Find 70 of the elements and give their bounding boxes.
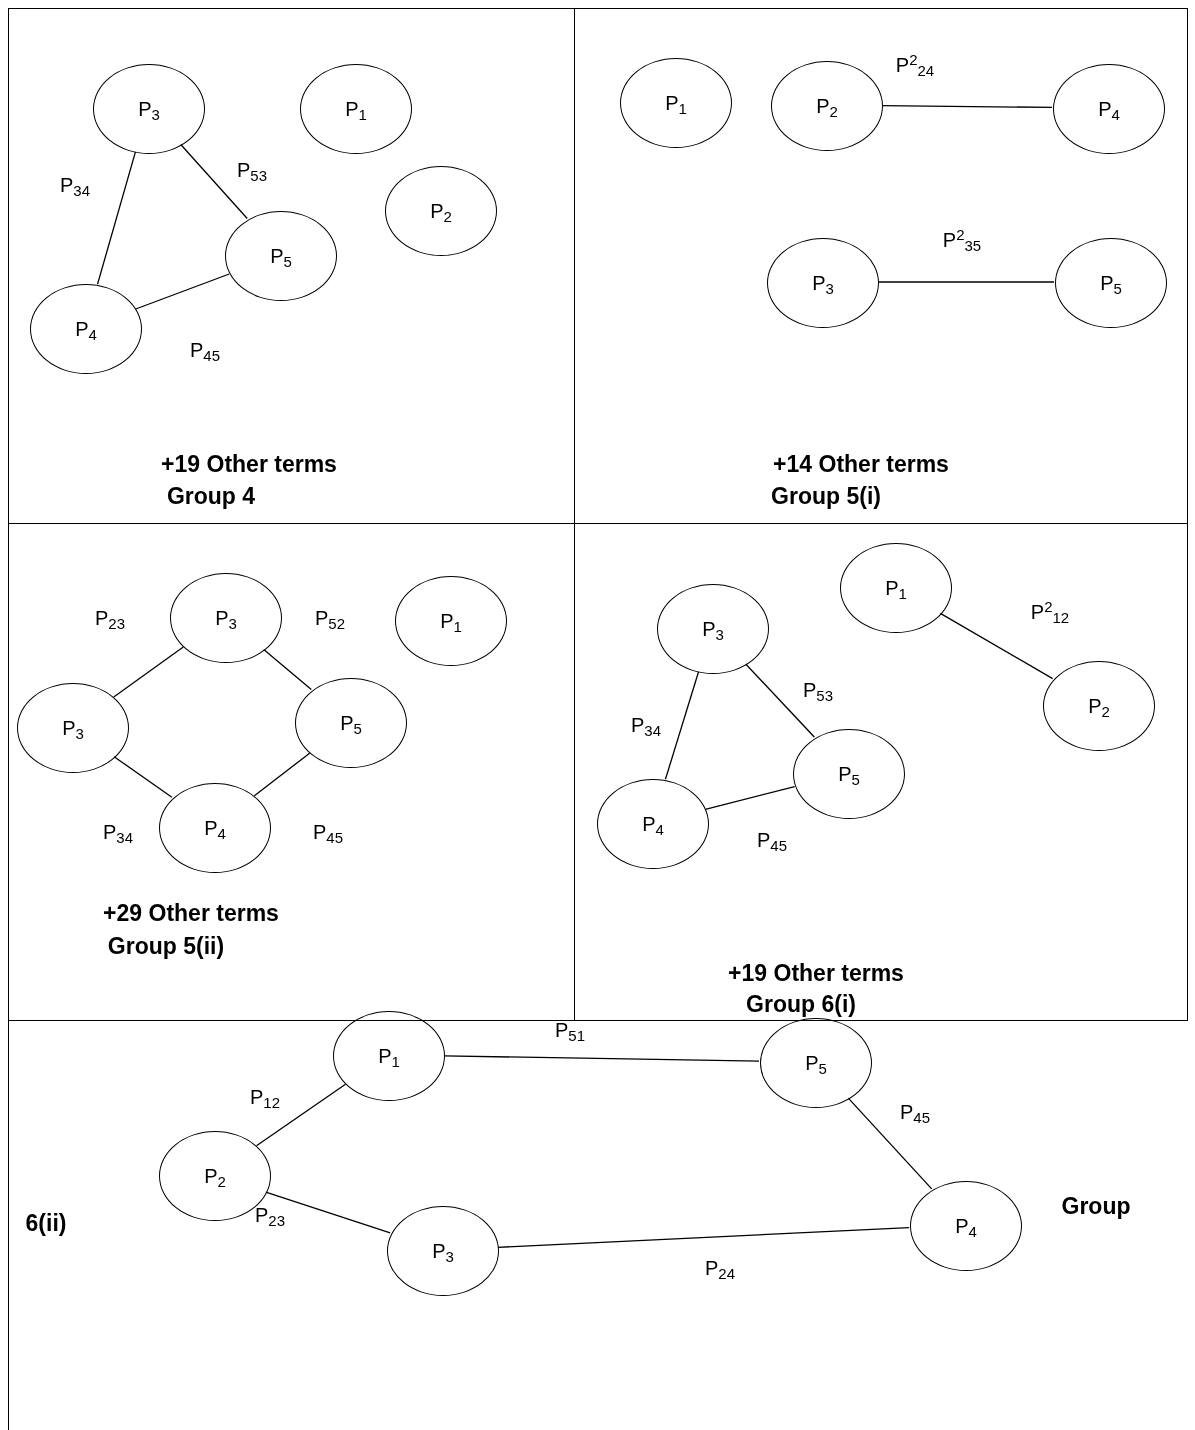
term-label: P$_{4}$ (642, 814, 664, 834)
term-label: P$_{2}$ (204, 1166, 226, 1186)
table-cell (574, 8, 1188, 524)
group-caption: Group 4 (166, 484, 256, 508)
connector-line (704, 785, 796, 811)
connector-line (113, 756, 173, 798)
group-caption: Group (1061, 1194, 1131, 1218)
connector-line (664, 671, 700, 780)
term-label: P$_{4}$ (75, 319, 97, 339)
term-label: P$_{5}$ (805, 1053, 827, 1073)
term-label: P$_{5}$ (838, 764, 860, 784)
edge-label: P$_{53}$ (237, 160, 267, 180)
edge-label: P$_{24}$ (705, 1258, 735, 1278)
term-label: P$_{1}$ (345, 99, 367, 119)
edge-label: P$_{34}$ (103, 822, 133, 842)
term-label: P$_{1}$ (440, 611, 462, 631)
connector-line (877, 281, 1055, 283)
term-label: P$_{1}$ (665, 93, 687, 113)
group-caption: Group 5(ii) (107, 934, 225, 958)
edge-label: P$_{53}$ (803, 680, 833, 700)
connector-line (265, 1191, 391, 1234)
edge-label: P$_{12}$ (250, 1087, 280, 1107)
connector-line (443, 1055, 760, 1062)
connector-line (881, 104, 1053, 109)
group-caption: +14 Other terms (773, 452, 949, 476)
group-caption: Group 6(i) (746, 992, 856, 1016)
term-label: P$_{2}$ (430, 201, 452, 221)
term-label: P$_{4}$ (204, 818, 226, 838)
term-label: P$_{1}$ (885, 578, 907, 598)
term-label: P$_{4}$ (955, 1216, 977, 1236)
connector-line (745, 663, 815, 738)
term-label: P$_{3}$ (432, 1241, 454, 1261)
connector-line (263, 648, 312, 691)
group-caption: +19 Other terms (161, 452, 337, 476)
edge-label: P$_{34}$ (60, 175, 90, 195)
edge-label: P$_{34}$ (631, 715, 661, 735)
edge-label: P$_{52}$ (315, 608, 345, 628)
table-cell (8, 8, 575, 524)
term-label: P$_{3}$ (215, 608, 237, 628)
term-label: P$_{3}$ (812, 273, 834, 293)
edge-label: P$_{23}$ (95, 608, 125, 628)
connector-line (255, 1083, 347, 1147)
edge-label: P$_{51}$ (555, 1020, 585, 1040)
group-caption: 6(ii) (25, 1211, 67, 1235)
edge-label: P$_{45}$ (313, 822, 343, 842)
connector-line (497, 1227, 910, 1248)
term-label: P$_{3}$ (138, 99, 160, 119)
connector-line (135, 273, 230, 310)
term-label: P$_{2}$ (816, 96, 838, 116)
edge-label: P$_{45}$ (757, 830, 787, 850)
edge-label: P$_{23}$ (255, 1205, 285, 1225)
connector-line (180, 143, 248, 220)
term-label: P$_{3}$ (62, 718, 84, 738)
connector-line (253, 752, 311, 797)
term-label: P$_{5}$ (1100, 273, 1122, 293)
edge-label: P$_{45}$ (190, 340, 220, 360)
connector-line (939, 612, 1054, 680)
group-caption: Group 5(i) (771, 484, 881, 508)
connector-line (96, 151, 137, 285)
term-label: P$_{5}$ (270, 246, 292, 266)
term-label: P$_{5}$ (340, 713, 362, 733)
edge-label: P$_{45}$ (900, 1102, 930, 1122)
term-label: P$_{4}$ (1098, 99, 1120, 119)
term-label: P$_{2}$ (1088, 696, 1110, 716)
group-caption: +29 Other terms (103, 901, 279, 925)
connector-line (847, 1097, 933, 1190)
term-label: P$_{3}$ (702, 619, 724, 639)
group-caption: +19 Other terms (728, 961, 904, 985)
term-label: P$_{1}$ (378, 1046, 400, 1066)
connector-line (113, 646, 184, 698)
